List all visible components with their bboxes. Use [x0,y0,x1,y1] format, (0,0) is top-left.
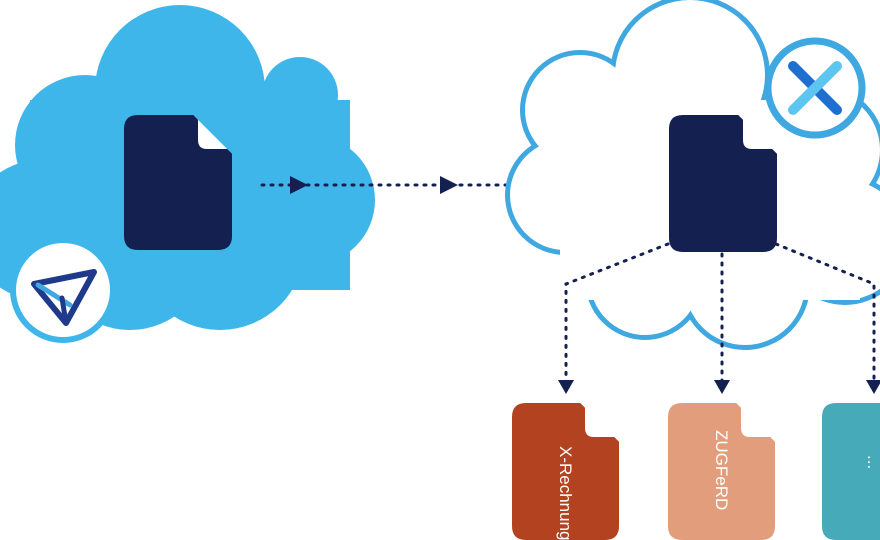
paper-plane-logo-icon [10,237,116,343]
output-document-zugferd: ZUGFeRD [668,399,781,540]
output-connectors [558,242,880,394]
other-format-label: ... [864,455,880,469]
output-arrowhead-3 [866,380,880,394]
zugferd-label: ZUGFeRD [712,430,731,510]
output-arrowhead-1 [558,380,574,394]
output-arrowhead-2 [714,380,730,394]
output-document-other: ... [822,403,880,540]
output-document-xrechnung: X-Rechnung [512,399,625,540]
connector-arrowhead-2 [440,176,458,194]
xrechnung-label: X-Rechnung [556,446,575,540]
source-cloud [0,5,375,343]
connector-arrowhead-1 [290,176,308,194]
source-document-icon [124,111,238,250]
target-document-icon [669,111,783,252]
x-logo-icon [764,37,866,139]
